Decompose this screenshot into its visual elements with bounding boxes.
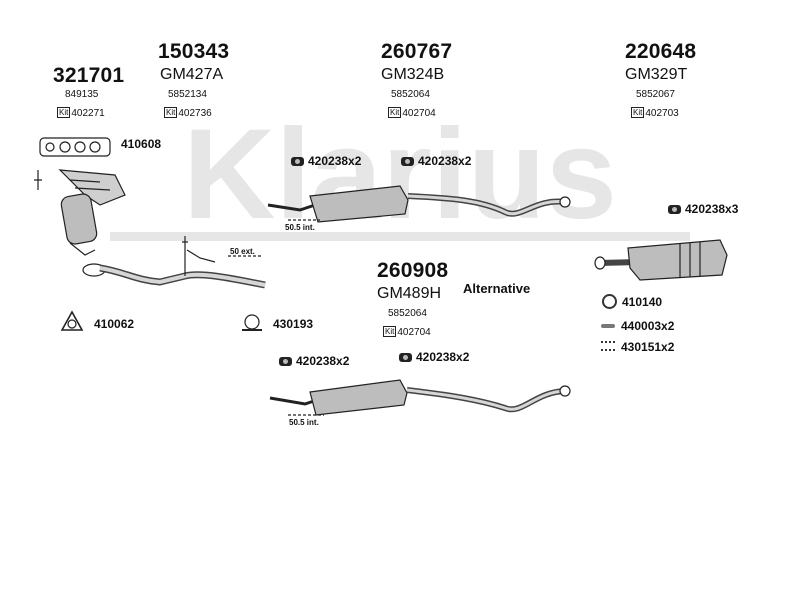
manifold-gasket-drawing (39, 137, 111, 157)
clamp-qty: 420238x2 (418, 154, 472, 168)
spring-qty: 430151x2 (621, 340, 675, 354)
pipe-gasket-drawing (60, 310, 84, 331)
rear-silencer-drawing (594, 239, 728, 281)
ring-icon (602, 294, 617, 309)
part-label-410062: 410062 (94, 317, 135, 331)
part-label-410608: 410608 (121, 137, 162, 151)
assembly-ref: 5852067 (636, 89, 675, 100)
clamp-icon (399, 353, 412, 362)
manifold-catalyst-drawing (34, 169, 126, 256)
watermark-underline (110, 232, 690, 241)
kit-number: 402704 (402, 108, 436, 119)
assembly-321701: 321701 (53, 64, 124, 88)
kit-number: 402736 (178, 108, 212, 119)
kit-number: 402271 (71, 108, 105, 119)
ring-label: 410140 (602, 294, 662, 309)
bolt-icon (601, 324, 615, 328)
assembly-number: 260767 (381, 40, 453, 63)
assembly-model: GM329T (625, 66, 688, 83)
front-pipe-drawing (82, 236, 266, 289)
clamp-qty: 420238x2 (296, 354, 350, 368)
note-50-5-int: 50.5 int. (289, 418, 319, 427)
clamp-qty: 420238x2 (308, 154, 362, 168)
assembly-ref: 5852064 (391, 89, 430, 100)
clamp-icon (668, 205, 681, 214)
clamp-label: 420238x2 (399, 350, 469, 364)
clamp-icon (291, 157, 304, 166)
bolt-qty: 440003x2 (621, 319, 675, 333)
watermark-text: Klarius (183, 103, 617, 246)
assembly-ref: 5852134 (168, 89, 207, 100)
clamp-qty: 420238x3 (685, 202, 739, 216)
note-50-5-int: 50.5 int. (285, 223, 315, 232)
alt-silencer-drawing (269, 379, 571, 416)
assembly-ref: 849135 (65, 89, 99, 100)
clamp-430193-drawing (242, 314, 262, 331)
assembly-number: 220648 (625, 40, 697, 63)
spring-label: 430151x2 (601, 340, 674, 354)
note-50-ext: 50 ext. (230, 247, 255, 256)
clamp-label: 420238x2 (279, 354, 349, 368)
part-label-430193: 430193 (273, 317, 314, 331)
kit-number: 402704 (397, 327, 431, 338)
clamp-qty: 420238x2 (416, 350, 470, 364)
clamp-icon (401, 157, 414, 166)
assembly-model: GM489H (377, 285, 442, 302)
clamp-icon (279, 357, 292, 366)
middle-silencer-drawing (267, 185, 571, 223)
clamp-label: 420238x2 (401, 154, 471, 168)
assembly-model: GM427A (160, 66, 224, 83)
assembly-number: 321701 (53, 64, 125, 87)
assembly-number: 260908 (377, 259, 449, 282)
clamp-label: 420238x2 (291, 154, 361, 168)
spring-icon (601, 341, 615, 351)
clamp-label: 420238x3 (668, 202, 738, 216)
assembly-number: 150343 (158, 40, 230, 63)
ring-qty: 410140 (622, 295, 663, 309)
alternative-label: Alternative (463, 281, 531, 296)
assembly-model: GM324B (381, 66, 445, 83)
kit-number: 402703 (645, 108, 679, 119)
bolt-label: 440003x2 (601, 319, 674, 333)
assembly-ref: 5852064 (388, 308, 427, 319)
